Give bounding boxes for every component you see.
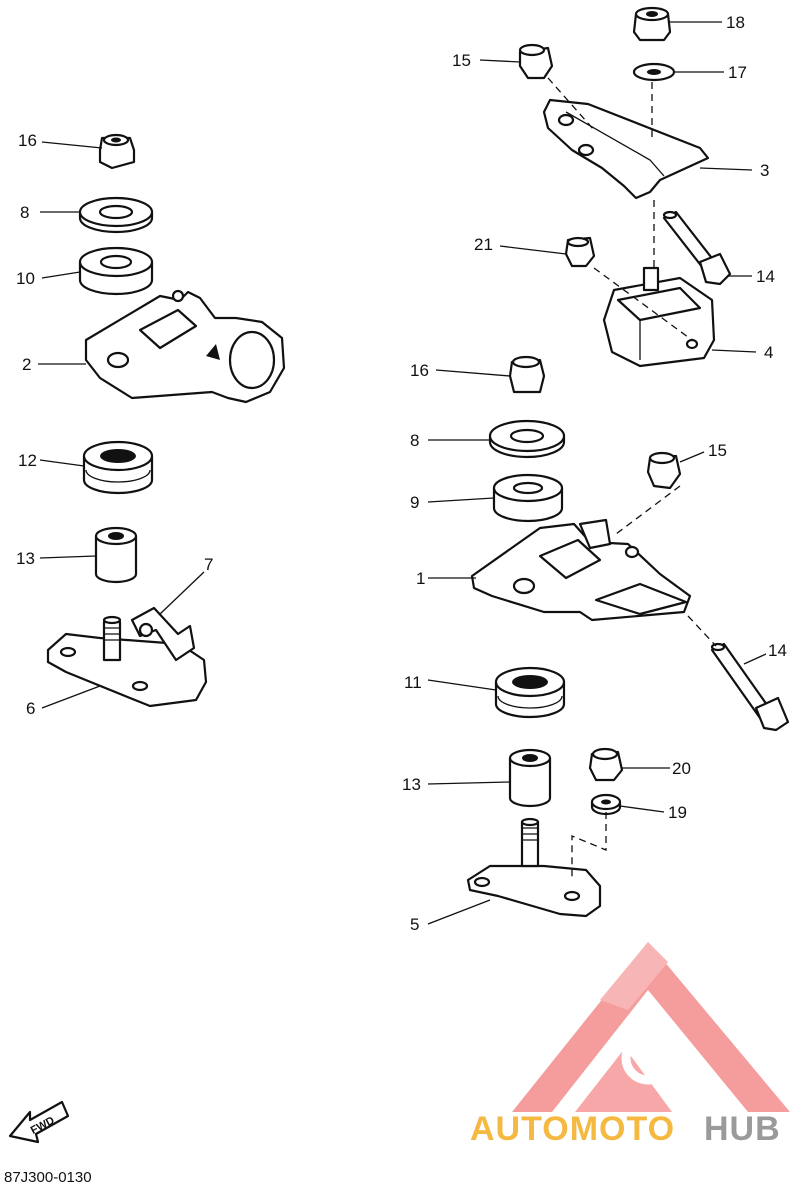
callout-9: 9: [410, 493, 419, 512]
fwd-arrow-icon: FWD: [8, 1100, 70, 1144]
callout-17: 17: [728, 63, 747, 82]
callout-8-left: 8: [20, 203, 29, 222]
grommet-part-11: [494, 666, 566, 719]
callout-3: 3: [760, 161, 769, 180]
callout-7: 7: [204, 555, 213, 574]
callout-13-left: 13: [16, 549, 35, 568]
nut-part-20: [588, 747, 624, 782]
bracket-part-1: [470, 518, 692, 622]
plate-part-5: [466, 817, 602, 918]
bolt-part-14-top: [662, 210, 732, 286]
nut-part-15-top: [518, 43, 554, 80]
callout-16-left: 16: [18, 131, 37, 150]
nut-part-16-left: [98, 133, 136, 170]
callout-14-top: 14: [756, 267, 775, 286]
bracket-part-2: [84, 289, 286, 404]
callout-21: 21: [474, 235, 493, 254]
leader-lines: [38, 21, 767, 925]
drawing-code: 87J300-0130: [4, 1169, 92, 1186]
bracket-part-3: [542, 98, 710, 200]
washer-part-17: [632, 62, 676, 82]
callout-20: 20: [672, 759, 691, 778]
callout-4: 4: [764, 343, 773, 362]
plate-part-6: [46, 615, 208, 708]
bushing-part-9: [492, 473, 564, 523]
callout-8-right: 8: [410, 431, 419, 450]
grommet-part-12: [82, 440, 154, 495]
callout-19: 19: [668, 803, 687, 822]
watermark-logo: [512, 942, 790, 1112]
callout-12: 12: [18, 451, 37, 470]
callout-14-lower: 14: [768, 641, 787, 660]
callout-16-right: 16: [410, 361, 429, 380]
callout-11: 11: [404, 673, 422, 692]
washer-part-8-left: [78, 196, 154, 234]
washer-part-8-right: [488, 419, 566, 459]
callout-15-right: 15: [708, 441, 727, 460]
callout-6: 6: [26, 699, 35, 718]
callout-labels: 16 8 10 2 12 13 7 6 15 18 17 3 21 14 4 1…: [16, 13, 787, 934]
callout-10: 10: [16, 269, 35, 288]
collar-part-13-left: [94, 526, 138, 584]
bolt-part-14-lower: [710, 642, 790, 732]
watermark-hub: HUB: [704, 1110, 781, 1148]
assembly-centerlines: [547, 77, 717, 880]
collar-part-13-right: [508, 748, 552, 808]
mount-part-4: [602, 266, 716, 368]
callout-2: 2: [22, 355, 31, 374]
nut-part-21: [564, 236, 596, 268]
bushing-part-10: [78, 246, 154, 296]
nut-part-15-right: [646, 451, 682, 490]
callout-13-right: 13: [402, 775, 421, 794]
washer-part-19: [590, 793, 622, 816]
callout-5: 5: [410, 915, 419, 934]
callout-1: 1: [416, 569, 425, 588]
watermark-automoto: AUTOMOTO: [470, 1110, 675, 1148]
nut-part-16-right: [508, 355, 546, 394]
clip-part-7: [130, 606, 196, 662]
callout-15-top: 15: [452, 51, 471, 70]
nut-part-18: [632, 6, 672, 42]
callout-18: 18: [726, 13, 745, 32]
